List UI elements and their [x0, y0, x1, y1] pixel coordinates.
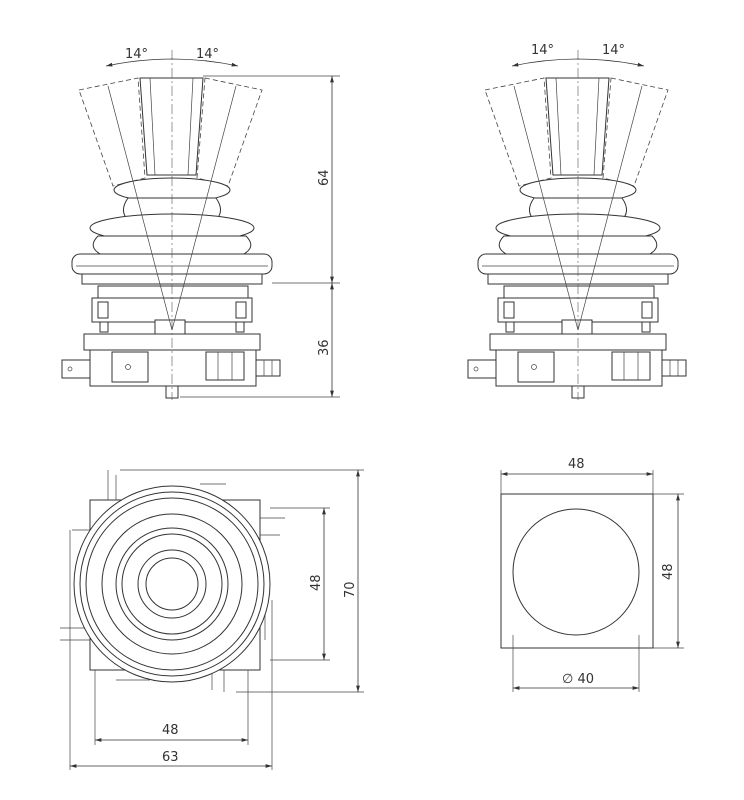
top-view: 48 70 48 63: [60, 469, 364, 770]
handle-top: [137, 549, 207, 619]
angle-label-left: 14°: [531, 43, 554, 58]
lever-tilt-right-outline: [196, 77, 263, 187]
angle-label-right: 14°: [602, 43, 625, 58]
terminal-right: [255, 359, 281, 377]
angle-label-right: 14°: [196, 47, 219, 62]
terminal-left: [61, 359, 91, 379]
height-upper-label: 64: [317, 169, 332, 186]
angle-label-left: 14°: [125, 47, 148, 62]
inner-height-label: 48: [309, 574, 324, 591]
boot-outer-ring: [73, 485, 271, 683]
cutout-view: 48 48 ∅ 40: [500, 457, 684, 692]
height-lower-label: 36: [317, 339, 332, 356]
side-view-left: 14° 14° 64 36: [61, 47, 340, 400]
overall-width-label: 63: [162, 750, 179, 765]
overall-height-label: 70: [343, 581, 358, 598]
cutout-square: [500, 493, 654, 649]
side-view-right: 14° 14°: [467, 43, 687, 400]
cutout-circle: [512, 508, 640, 636]
cutout-width-label: 48: [568, 457, 585, 472]
inner-width-label: 48: [162, 723, 179, 738]
cutout-diameter-label: ∅ 40: [562, 672, 594, 687]
lever-tilt-left-outline: [78, 77, 146, 187]
cutout-height-label: 48: [661, 563, 676, 580]
lever-handle: [139, 77, 204, 176]
